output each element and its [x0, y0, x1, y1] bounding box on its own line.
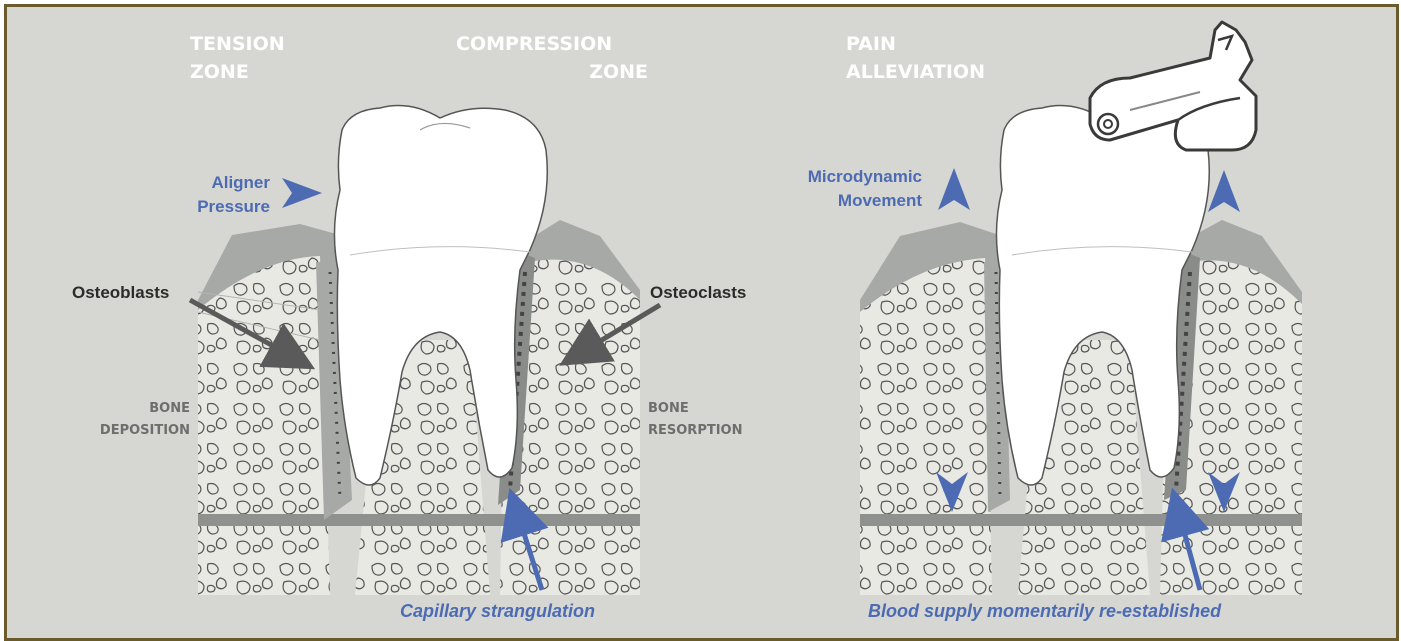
blood-supply-caption: Blood supply momentarily re-established	[868, 601, 1222, 621]
blood-vessel	[198, 514, 640, 526]
pain-alleviation-label-2: ALLEVIATION	[846, 61, 985, 83]
osteoclasts-label: Osteoclasts	[650, 283, 746, 302]
microdynamic-label-1: Microdynamic	[808, 167, 922, 186]
bone-left-r	[860, 258, 992, 595]
pressure-arrow-icon	[282, 178, 322, 208]
bone-resorption-label-1: BONE	[648, 401, 689, 416]
pain-alleviation-label-1: PAIN	[846, 33, 896, 55]
tension-zone-label-2: ZONE	[190, 61, 249, 83]
microdynamic-label-2: Movement	[838, 191, 922, 210]
compression-zone-label-1: COMPRESSION	[456, 33, 612, 55]
bone-resorption-label-2: RESORPTION	[648, 423, 742, 438]
compression-zone-label-2: ZONE	[589, 61, 648, 83]
up-arrow-icon-right	[1208, 170, 1240, 212]
capillary-strangulation-caption: Capillary strangulation	[400, 601, 595, 621]
blood-vessel-r	[860, 514, 1302, 526]
tension-zone-label-1: TENSION	[190, 33, 285, 55]
right-panel: PAIN ALLEVIATION Microdynamic Movement B…	[808, 22, 1302, 621]
left-panel: TENSION ZONE COMPRESSION ZONE Aligner Pr…	[72, 33, 746, 621]
aligner-pressure-label-2: Pressure	[197, 197, 270, 216]
osteoblasts-label: Osteoblasts	[72, 283, 169, 302]
bone-deposition-label-2: DEPOSITION	[100, 423, 190, 438]
bone-deposition-label-1: BONE	[149, 401, 190, 416]
bone-left	[198, 256, 330, 595]
aligner-pressure-label-1: Aligner	[211, 173, 270, 192]
up-arrow-icon-left	[938, 168, 970, 210]
